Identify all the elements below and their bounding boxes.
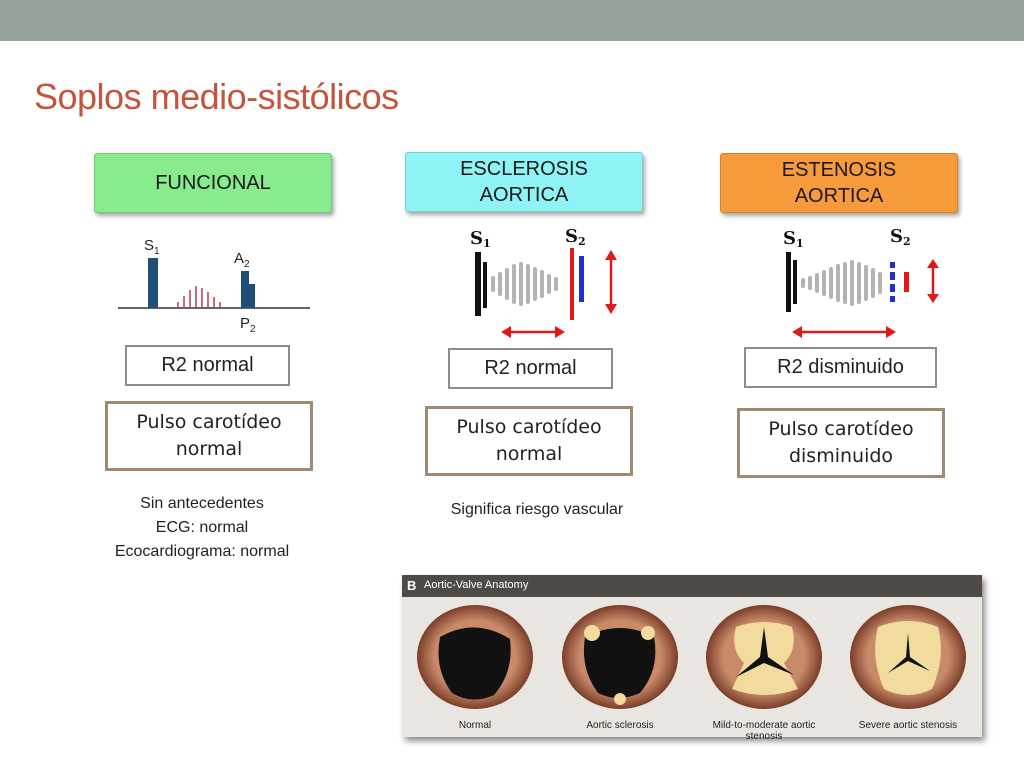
header-esclerosis-line2: AORTICA (479, 184, 569, 206)
murmur-lines (491, 262, 558, 306)
r2-label: R2 normal (161, 354, 254, 376)
valve-images (417, 605, 966, 709)
a2-bar (241, 271, 249, 308)
phonogram-esclerosis: S1 S2 (470, 226, 617, 338)
valve-normal (417, 605, 533, 709)
s2-label: S2 (890, 226, 911, 248)
phonogram-funcional: S1 A2 P2 (118, 237, 310, 335)
header-estenosis-line2: AORTICA (794, 185, 884, 207)
pulse-line2: normal (175, 438, 243, 460)
s1-bar (148, 258, 158, 308)
r2-label: R2 disminuido (777, 356, 904, 378)
phonogram-estenosis: S1 S2 (783, 226, 939, 338)
pulse-box-funcional: Pulso carotídeo normal (105, 401, 313, 471)
ejection-horizontal-arrow (501, 326, 565, 338)
s2-label: S2 (565, 226, 586, 248)
s1-bar (475, 252, 481, 316)
pulse-line1: Pulso carotídeo (136, 411, 282, 433)
r2-label: R2 normal (484, 357, 577, 379)
valve-mild-stenosis (706, 605, 822, 709)
pulse-box-esclerosis: Pulso carotídeo normal (425, 406, 633, 476)
p2-bar (249, 284, 255, 308)
s1-bar (786, 252, 791, 312)
figure-panel-letter: B (407, 578, 417, 593)
figure-caption: Aortic-Valve Anatomy (424, 579, 529, 591)
p2-bar (579, 256, 584, 302)
figure-caption-bar: B Aortic-Valve Anatomy (402, 575, 982, 597)
a2-dashed-bar (890, 262, 895, 302)
valve-sclerosis (562, 605, 678, 709)
aortic-valve-figure: B Aortic-Valve Anatomy (402, 575, 982, 742)
p2-label: P2 (240, 315, 256, 335)
note-line: Significa riesgo vascular (450, 501, 624, 518)
r2-vertical-arrow (605, 250, 617, 314)
valve-label-severe-stenosis: Severe aortic stenosis (858, 720, 958, 731)
p2-bar (904, 272, 909, 292)
pulse-line1: Pulso carotídeo (456, 416, 602, 438)
pulse-line1: Pulso carotídeo (768, 418, 914, 440)
r2-box-funcional: R2 normal (125, 345, 290, 386)
notes-funcional: Sin antecedentes ECG: normal Ecocardiogr… (82, 492, 322, 564)
s1-label: S1 (470, 228, 491, 250)
pulse-box-estenosis: Pulso carotídeo disminuido (737, 408, 945, 478)
s1-bar-2 (793, 260, 797, 304)
a2-label: A2 (234, 250, 250, 270)
valve-severe-stenosis (850, 605, 966, 709)
note-line: Sin antecedentes (140, 495, 264, 512)
note-line: Ecocardiograma: normal (114, 543, 290, 560)
valve-label-sclerosis: Aortic sclerosis (586, 720, 654, 731)
pulse-line2: normal (495, 443, 563, 465)
slide-title: Soplos medio-sistólicos (34, 76, 399, 117)
r2-box-estenosis: R2 disminuido (744, 347, 937, 388)
valve-label-mild-stenosis: Mild-to-moderate aortic stenosis (712, 720, 816, 742)
valve-label-normal: Normal (458, 720, 492, 731)
ejection-horizontal-arrow (792, 326, 896, 338)
a2-bar (570, 248, 574, 320)
header-esclerosis: ESCLEROSIS AORTICA (405, 152, 643, 212)
r2-vertical-arrow (927, 259, 939, 303)
header-funcional: FUNCIONAL (94, 153, 332, 213)
notes-esclerosis: Significa riesgo vascular (412, 498, 662, 522)
note-line: ECG: normal (155, 519, 249, 536)
murmur-lines (177, 286, 221, 308)
pulse-line2: disminuido (788, 445, 894, 467)
header-estenosis: ESTENOSIS AORTICA (720, 153, 958, 213)
top-banner (0, 0, 1024, 41)
s1-bar-2 (483, 262, 487, 308)
s1-label: S1 (783, 228, 804, 250)
s1-label: S1 (144, 237, 160, 257)
r2-box-esclerosis: R2 normal (448, 348, 613, 389)
header-esclerosis-line1: ESCLEROSIS (460, 158, 588, 180)
header-funcional-label: FUNCIONAL (155, 172, 271, 194)
murmur-lines (801, 260, 882, 306)
header-estenosis-line1: ESTENOSIS (781, 159, 897, 181)
